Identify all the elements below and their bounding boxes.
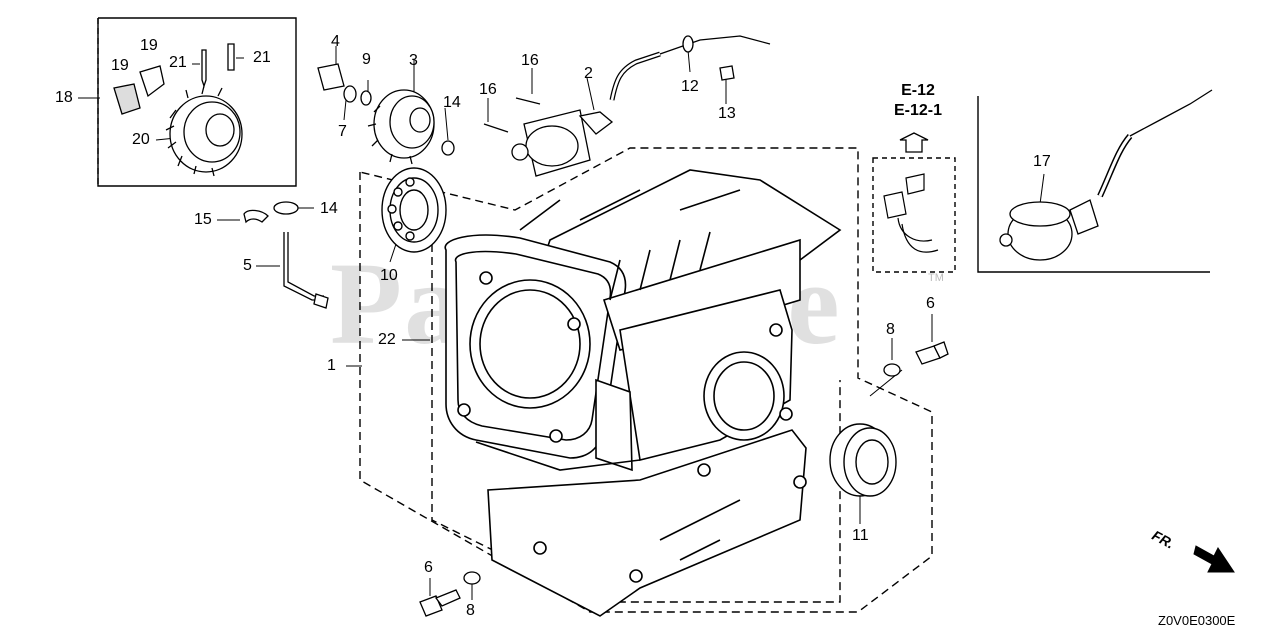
- callout-1: 1: [327, 357, 336, 374]
- callout-18: 18: [55, 89, 73, 106]
- governor-gear: [165, 85, 243, 177]
- callout-20: 20: [132, 131, 150, 148]
- oil-seal: [829, 423, 897, 497]
- callout-11: 11: [852, 527, 869, 544]
- reference-part: [883, 173, 939, 253]
- callout-21-left: 21: [169, 54, 187, 71]
- callout-5: 5: [243, 257, 252, 274]
- cylinder-block: [444, 169, 842, 617]
- callout-3: 3: [409, 52, 418, 69]
- callout-8-right: 8: [886, 321, 895, 338]
- callout-7: 7: [338, 123, 347, 140]
- governor-pins: [201, 43, 235, 89]
- callout-8-bottom: 8: [466, 602, 475, 619]
- callout-13: 13: [718, 105, 736, 122]
- ball-bearing: [381, 167, 447, 253]
- callout-16-top: 16: [521, 52, 539, 69]
- callout-21-right: 21: [253, 49, 271, 66]
- breather-assembly: [999, 89, 1213, 261]
- callout-9: 9: [362, 51, 371, 68]
- callout-10: 10: [380, 267, 398, 284]
- reference-label-e12[interactable]: E-12: [901, 82, 935, 99]
- breather-cover: [483, 35, 771, 177]
- governor-arm: [243, 209, 329, 309]
- callout-2: 2: [584, 65, 593, 82]
- reference-arrow: [899, 132, 929, 153]
- inset-box-breather: [977, 96, 1210, 273]
- callout-16-left: 16: [479, 81, 497, 98]
- reference-dashed-box: [872, 157, 956, 273]
- callout-19-top: 19: [140, 37, 158, 54]
- trademark-mark: TM: [928, 272, 944, 284]
- cam-gear: [367, 89, 435, 165]
- callout-6-bottom: 6: [424, 559, 433, 576]
- callout-14-left: 14: [320, 200, 338, 217]
- callout-12: 12: [681, 78, 699, 95]
- governor-holder: [113, 65, 165, 115]
- callout-4: 4: [331, 33, 340, 50]
- callout-17: 17: [1033, 153, 1051, 170]
- callout-6-right: 6: [926, 295, 935, 312]
- callout-14-top: 14: [443, 94, 461, 111]
- bolts: [419, 341, 949, 617]
- callout-15: 15: [194, 211, 212, 228]
- callout-22: 22: [378, 331, 396, 348]
- leader-lines: [78, 46, 1045, 600]
- diagram-code: Z0V0E0300E: [1158, 613, 1236, 628]
- shaft-parts: [273, 63, 455, 215]
- callout-19-left: 19: [111, 57, 129, 74]
- front-direction-arrow: [1193, 545, 1235, 573]
- reference-label-e12-1[interactable]: E-12-1: [893, 102, 943, 119]
